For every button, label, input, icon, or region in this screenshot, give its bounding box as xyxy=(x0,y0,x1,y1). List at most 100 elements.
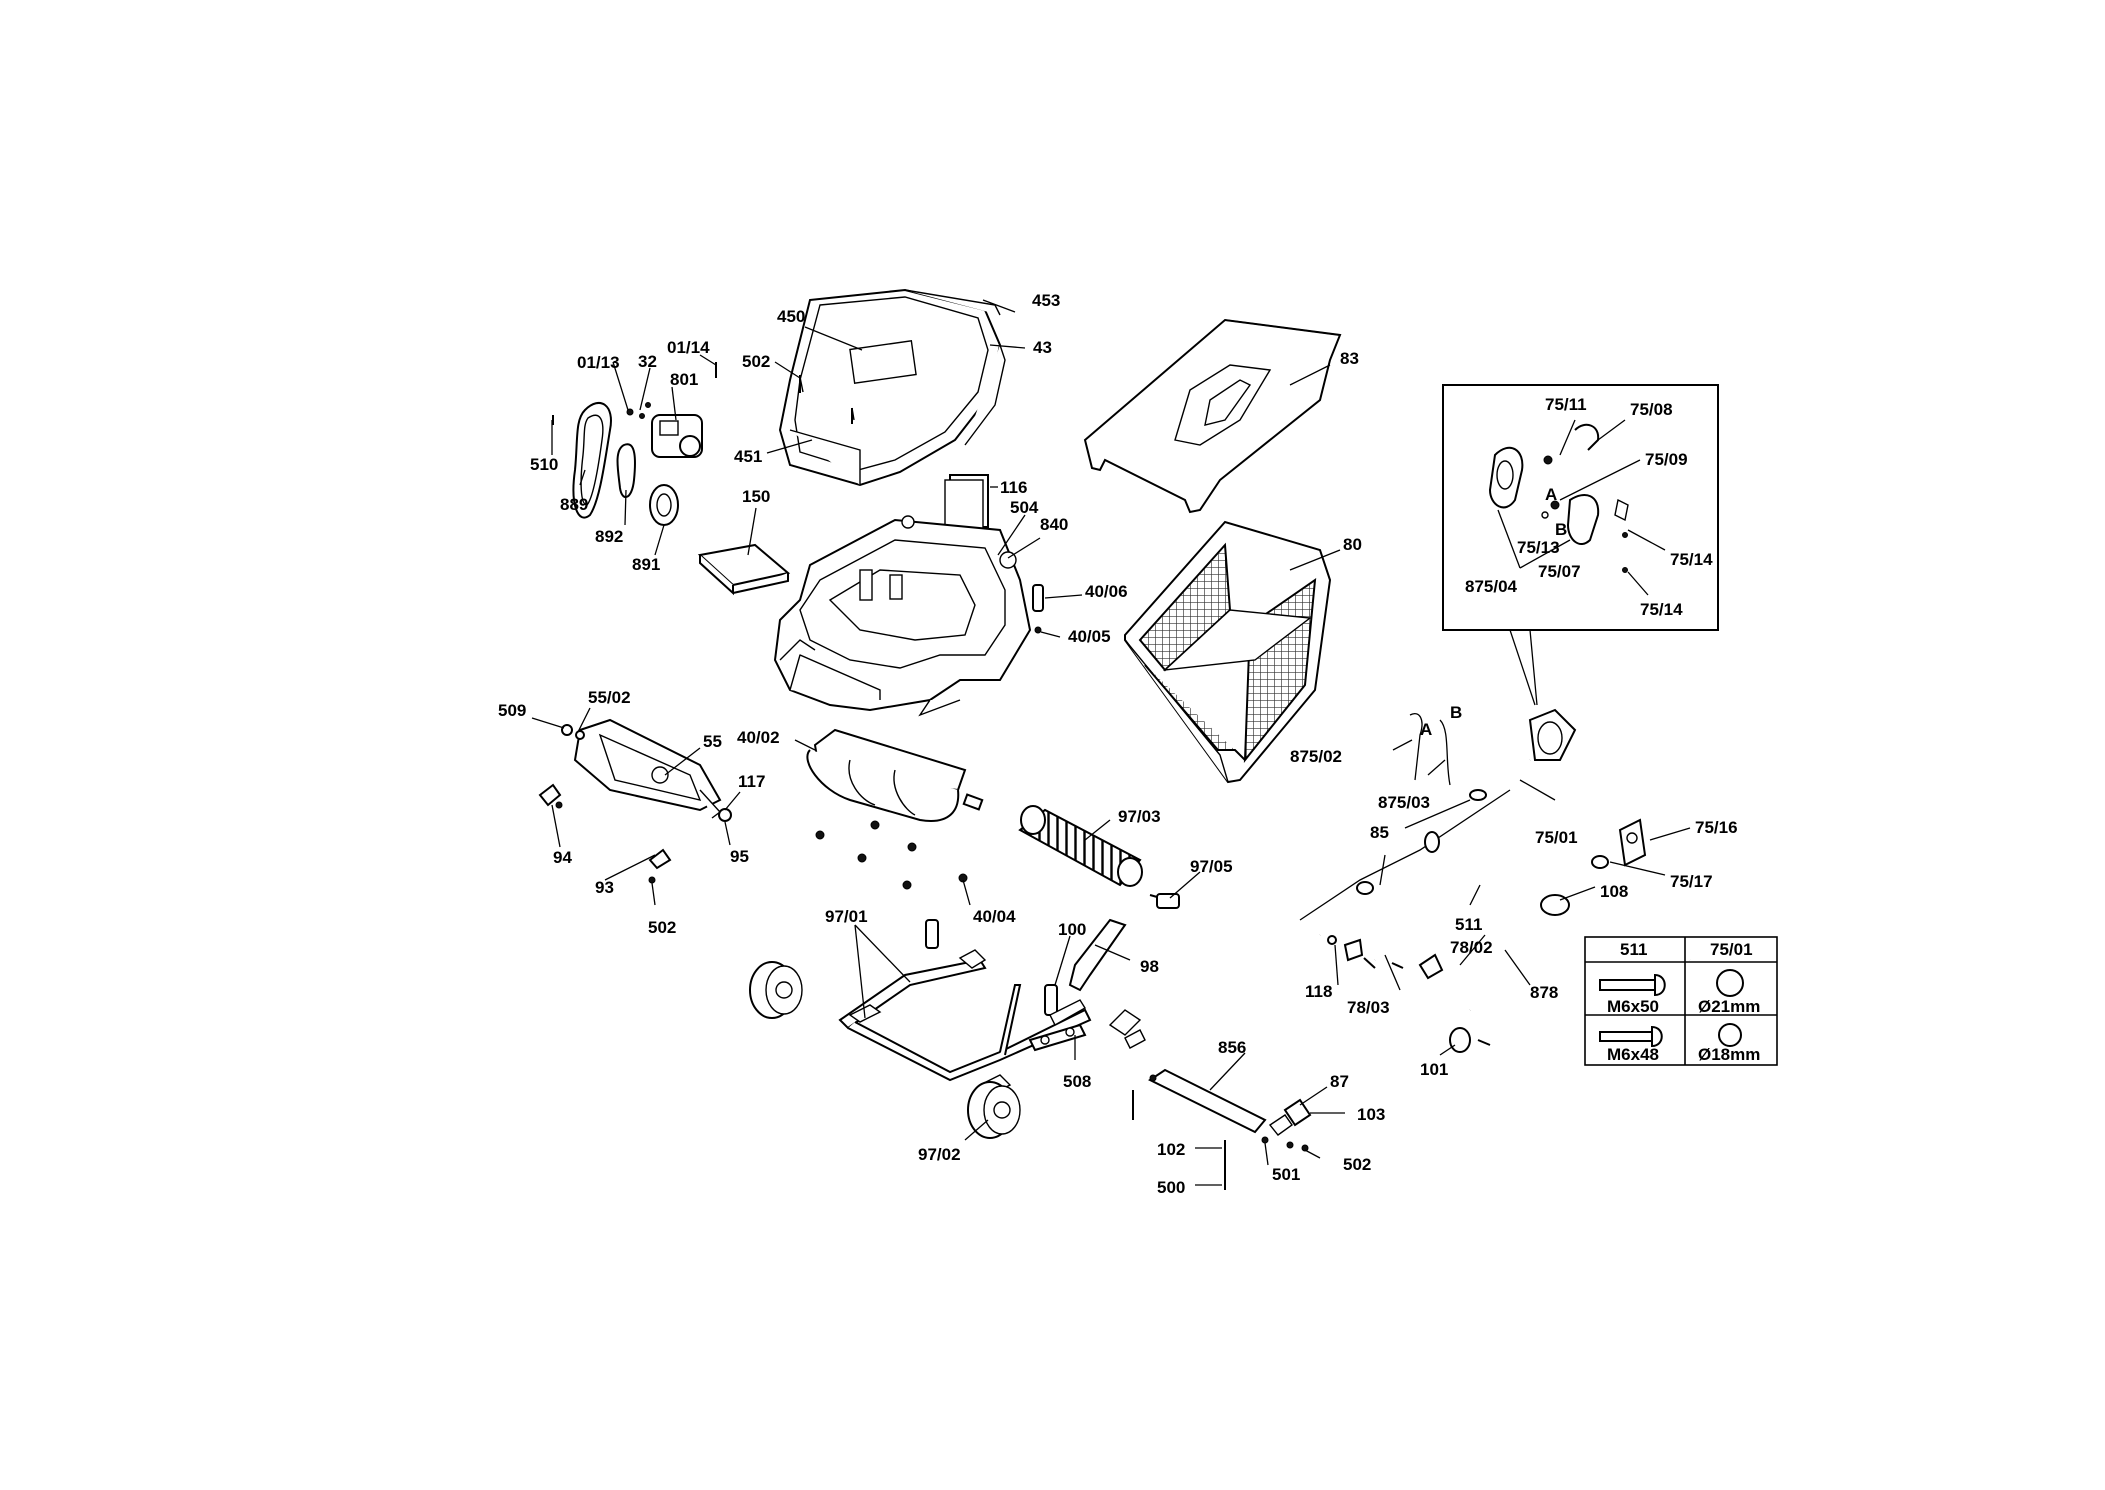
scarifier-roller-97-03 xyxy=(1018,805,1180,909)
label-504: 504 xyxy=(1010,498,1039,517)
spring-40-06 xyxy=(1032,584,1044,634)
label-75-07: 75/07 xyxy=(1538,562,1581,581)
small-screws-motor xyxy=(552,362,717,425)
label-511: 511 xyxy=(1455,915,1482,934)
roller-cover-40-02 xyxy=(806,728,984,822)
main-housing xyxy=(773,515,1032,717)
label-875-03: 875/03 xyxy=(1378,793,1430,812)
label-94: 94 xyxy=(553,848,572,867)
handle-lower-878 xyxy=(1373,843,1537,1011)
table-header-511: 511 xyxy=(1620,940,1647,959)
table-bolt-2: M6x48 xyxy=(1607,1045,1659,1064)
motor-cover xyxy=(778,288,1006,487)
label-80: 80 xyxy=(1343,535,1362,554)
label-801: 801 xyxy=(670,370,698,389)
label-40-06: 40/06 xyxy=(1085,582,1128,601)
label-32: 32 xyxy=(638,352,657,371)
label-889: 889 xyxy=(560,495,588,514)
label-878: 878 xyxy=(1530,983,1558,1002)
label-892: 892 xyxy=(595,527,623,546)
label-108: 108 xyxy=(1600,882,1628,901)
motor-801 xyxy=(651,414,703,458)
label-75-16: 75/16 xyxy=(1695,818,1738,837)
label-b-main: B xyxy=(1450,703,1462,722)
small-parts-left xyxy=(538,724,732,884)
inset-switch-detail xyxy=(1442,384,1719,706)
label-75-13: 75/13 xyxy=(1517,538,1560,557)
label-116: 116 xyxy=(1000,478,1027,497)
switch-box xyxy=(1528,708,1577,761)
label-01-13: 01/13 xyxy=(577,353,620,372)
label-502-c: 502 xyxy=(1343,1155,1371,1174)
label-55-02: 55/02 xyxy=(588,688,631,707)
part-labels: 453 450 43 502 451 01/13 32 01/14 801 51… xyxy=(498,291,1738,1197)
label-95: 95 xyxy=(730,847,749,866)
label-75-11: 75/11 xyxy=(1545,395,1587,414)
label-508: 508 xyxy=(1063,1072,1091,1091)
rear-bar-856 xyxy=(1108,1009,1312,1190)
label-75-08: 75/08 xyxy=(1630,400,1673,419)
label-85: 85 xyxy=(1370,823,1389,842)
label-43: 43 xyxy=(1033,338,1052,357)
label-509: 509 xyxy=(498,701,526,720)
label-875-02: 875/02 xyxy=(1290,747,1342,766)
label-502-b: 502 xyxy=(648,918,676,937)
drive-belt-889 xyxy=(572,401,612,519)
label-453: 453 xyxy=(1032,291,1060,310)
screws-middle xyxy=(815,820,968,890)
wheel-97-01 xyxy=(749,961,803,1019)
label-97-02: 97/02 xyxy=(918,1145,961,1164)
table-header-75-01: 75/01 xyxy=(1710,940,1753,959)
filter-116 xyxy=(944,474,989,533)
label-01-14: 01/14 xyxy=(667,338,710,357)
label-78-02: 78/02 xyxy=(1450,938,1493,957)
label-75-09: 75/09 xyxy=(1645,450,1688,469)
label-40-04: 40/04 xyxy=(973,907,1016,926)
label-100: 100 xyxy=(1058,920,1086,939)
label-510: 510 xyxy=(530,455,558,474)
foam-filter-150 xyxy=(697,543,791,596)
label-98: 98 xyxy=(1140,957,1159,976)
leader-lines xyxy=(531,299,1691,1186)
label-875-04: 875/04 xyxy=(1465,577,1518,596)
label-b-inset: B xyxy=(1555,520,1567,539)
label-102: 102 xyxy=(1157,1140,1185,1159)
label-83: 83 xyxy=(1340,349,1359,368)
handle-small-parts xyxy=(1327,789,1647,1053)
label-40-02: 40/02 xyxy=(737,728,780,747)
label-40-05: 40/05 xyxy=(1068,627,1111,646)
label-75-01: 75/01 xyxy=(1535,828,1578,847)
label-450: 450 xyxy=(777,307,805,326)
side-bracket-55 xyxy=(573,718,722,819)
label-856: 856 xyxy=(1218,1038,1246,1057)
label-a-main: A xyxy=(1420,720,1432,739)
table-text: 511 75/01 M6x50 Ø21mm M6x48 Ø18mm xyxy=(1607,940,1760,1064)
label-500: 500 xyxy=(1157,1178,1185,1197)
label-97-03: 97/03 xyxy=(1118,807,1161,826)
label-117: 117 xyxy=(738,772,765,791)
height-lever-98 xyxy=(1028,918,1127,1052)
label-103: 103 xyxy=(1357,1105,1385,1124)
label-75-14-b: 75/14 xyxy=(1640,600,1683,619)
label-97-05: 97/05 xyxy=(1190,857,1233,876)
label-891: 891 xyxy=(632,555,660,574)
table-diameter-1: Ø21mm xyxy=(1698,997,1760,1016)
table-bolt-1: M6x50 xyxy=(1607,997,1659,1016)
label-150: 150 xyxy=(742,487,770,506)
wheel-97-02 xyxy=(967,1081,1021,1139)
label-840: 840 xyxy=(1040,515,1068,534)
label-a-inset: A xyxy=(1545,485,1557,504)
label-75-17: 75/17 xyxy=(1670,872,1713,891)
grass-box-lid-83 xyxy=(1083,318,1342,514)
pulley-891 xyxy=(649,484,679,526)
label-101: 101 xyxy=(1420,1060,1448,1079)
grass-box-80 xyxy=(1124,520,1332,784)
axle-assembly-97-01 xyxy=(838,919,1092,1096)
label-451: 451 xyxy=(734,447,762,466)
label-55: 55 xyxy=(703,732,722,751)
bolt-reference-table xyxy=(1584,936,1778,1066)
cable-875-02 xyxy=(1299,713,1511,921)
belt-892 xyxy=(616,443,636,498)
label-78-03: 78/03 xyxy=(1347,998,1390,1017)
